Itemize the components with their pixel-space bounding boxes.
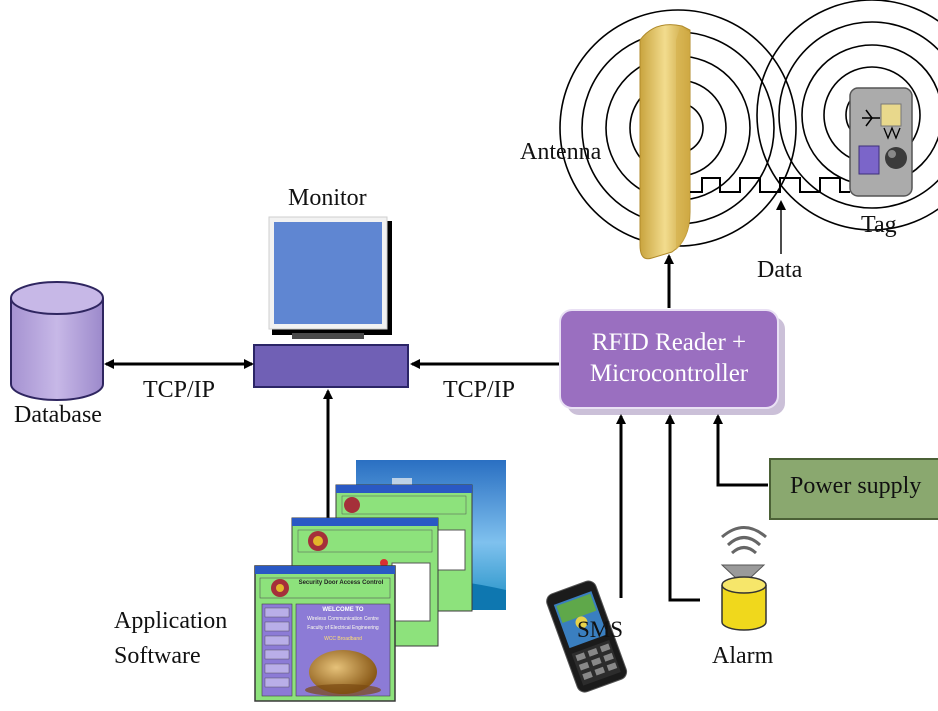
tag-label: Tag xyxy=(861,212,897,238)
app-window-welcome: WELCOME TO xyxy=(322,607,364,613)
antenna-plate xyxy=(639,24,691,260)
alarm-icon xyxy=(720,526,767,631)
power-supply-label: Power supply xyxy=(790,473,922,499)
app-window-centre: Wireless Communication Centre xyxy=(307,616,379,622)
application-software-label: Application Software xyxy=(114,604,227,674)
power-supply-box xyxy=(769,458,938,520)
tcpip-left-label: TCP/IP xyxy=(143,377,216,403)
rfid-reader-box xyxy=(559,309,785,415)
antenna-label: Antenna xyxy=(520,139,602,165)
database-label: Database xyxy=(14,402,102,428)
tag-card xyxy=(849,87,913,197)
application-label-line1: Application xyxy=(114,608,228,634)
mobile-phone-icon xyxy=(546,580,628,693)
monitor-icon xyxy=(268,216,392,339)
database-cylinder xyxy=(10,281,104,401)
rfid-reader-label: RFID Reader + Microcontroller xyxy=(560,327,778,390)
data-label: Data xyxy=(757,257,803,283)
app-window-band: WCC Broadband xyxy=(324,636,362,642)
sms-label: SMS xyxy=(577,617,624,642)
monitor-label: Monitor xyxy=(288,185,367,211)
power-reader-link xyxy=(713,414,768,487)
data-waveform xyxy=(690,177,850,193)
app-window-front xyxy=(254,565,396,702)
app-window-title: Security Door Access Control xyxy=(298,580,384,586)
rfid-reader-label-line1: RFID Reader + xyxy=(591,329,747,356)
alarm-label: Alarm xyxy=(712,643,774,669)
rfid-reader-label-line2: Microcontroller xyxy=(589,360,749,388)
computer-unit xyxy=(253,344,409,388)
tcpip-right-label: TCP/IP xyxy=(443,377,516,403)
application-label-line2: Software xyxy=(114,642,201,669)
app-window-faculty: Faculty of Electrical Engineering xyxy=(307,625,379,631)
alarm-reader-link xyxy=(665,414,700,602)
